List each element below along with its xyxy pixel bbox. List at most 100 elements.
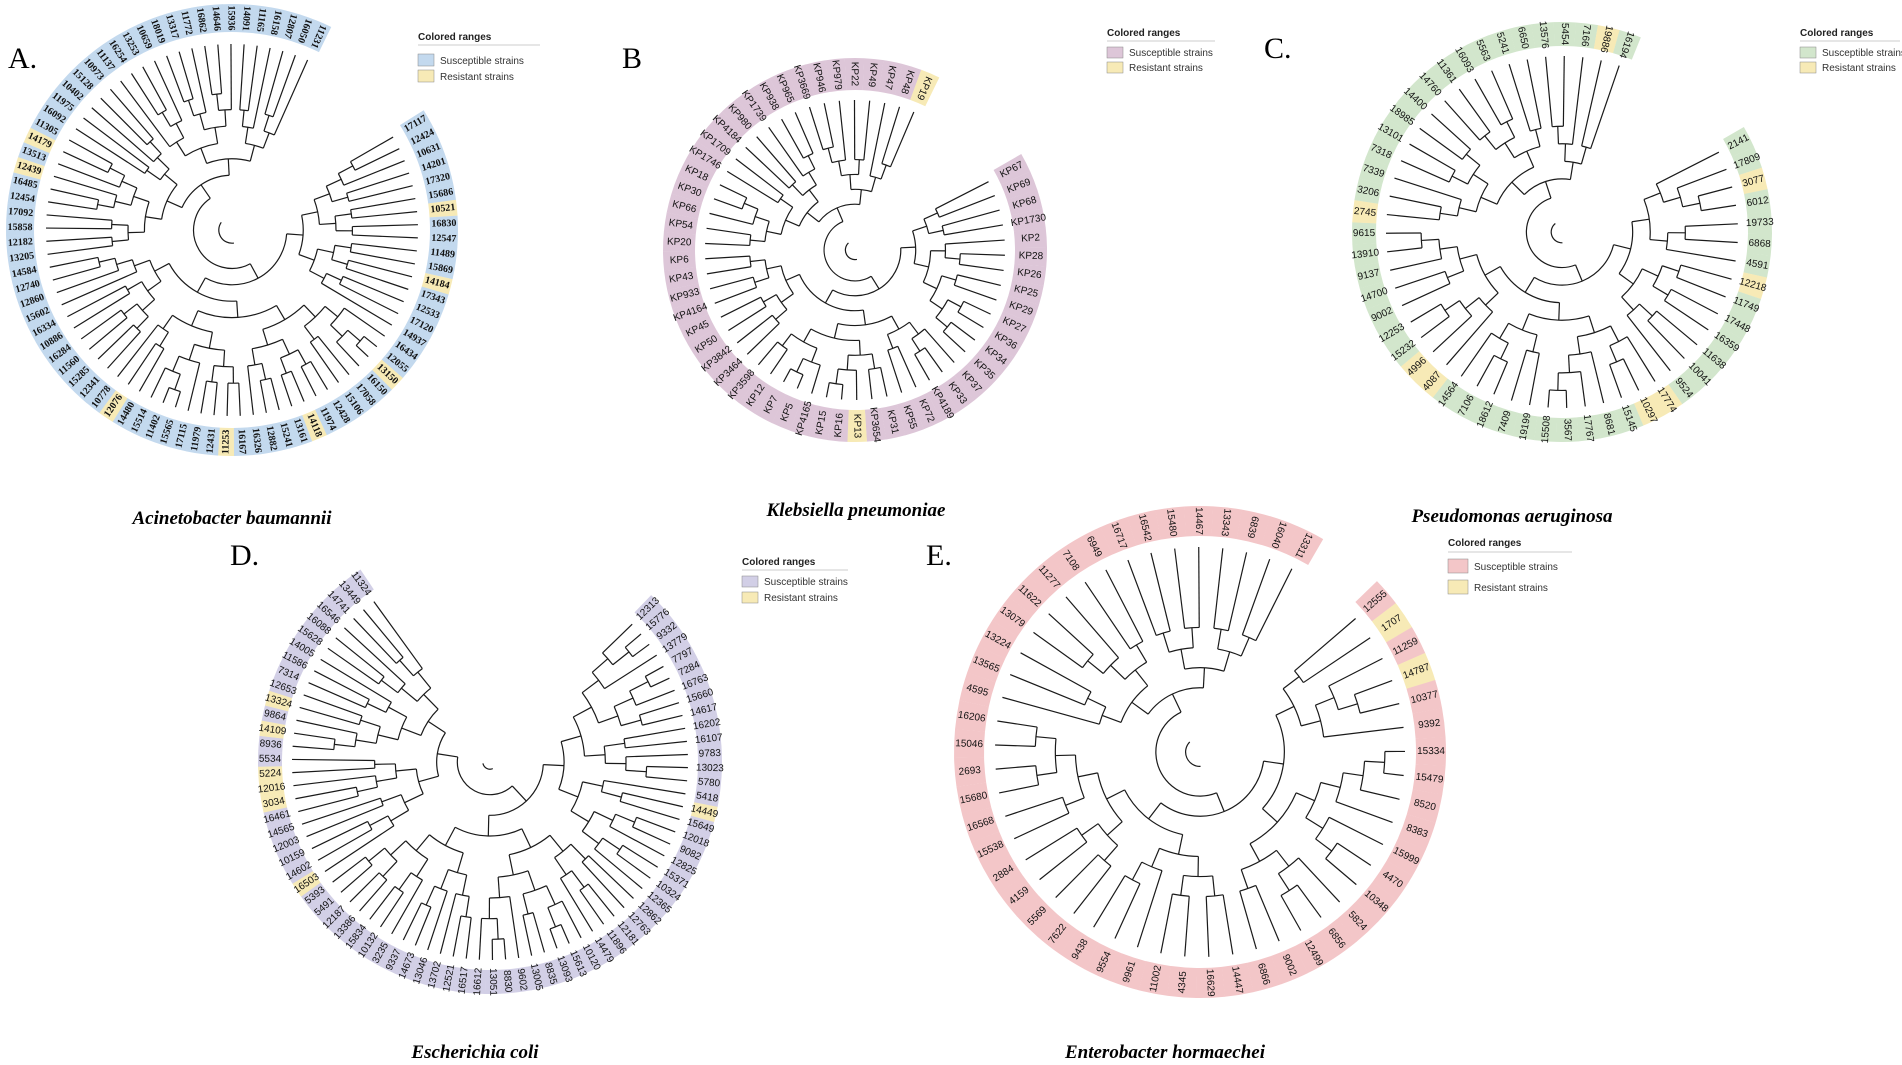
tree-branch	[1476, 355, 1495, 387]
tree-branch	[354, 148, 400, 171]
tree-branch	[1191, 627, 1194, 648]
susceptible-range	[663, 212, 699, 235]
tree-branch	[1500, 118, 1513, 126]
tree-branch	[1315, 838, 1333, 852]
tree-branch	[439, 893, 457, 954]
susceptible-range	[653, 617, 682, 645]
tree-branch	[317, 248, 334, 254]
susceptible-range	[1721, 309, 1753, 340]
tree-branch	[912, 230, 917, 264]
strain-label: 9137	[1357, 267, 1382, 283]
tree-branch	[1180, 875, 1185, 896]
tree-branch	[1315, 817, 1330, 840]
susceptible-range	[30, 113, 63, 141]
tree-branch	[339, 283, 399, 315]
susceptible-range	[661, 630, 690, 656]
tree-branch	[1521, 313, 1530, 331]
strain-label: 12521	[441, 963, 457, 993]
tree-branch	[602, 837, 621, 851]
tree-branch	[935, 181, 989, 210]
tree-branch	[635, 689, 675, 706]
strain-label: 6839	[1244, 515, 1260, 540]
susceptible-range	[278, 846, 307, 871]
strain-label: 15479	[1415, 772, 1444, 786]
resistant-range	[1371, 603, 1413, 643]
tree-branch	[373, 601, 423, 669]
tree-branch	[1141, 861, 1163, 872]
tree-branch	[1065, 596, 1120, 659]
tree-branch	[1364, 760, 1385, 763]
strain-label: 5534	[259, 754, 282, 765]
susceptible-range	[579, 943, 604, 972]
strain-label: KP31	[884, 409, 900, 436]
tree-branch	[1491, 332, 1509, 344]
resistant-range	[1397, 652, 1436, 689]
tree-branch	[247, 365, 254, 415]
susceptible-range	[1012, 263, 1047, 286]
tree-branch	[522, 893, 529, 915]
tree-branch	[1664, 300, 1709, 331]
tree-branch	[581, 861, 625, 909]
tree-branch	[944, 224, 1003, 236]
tree-branch	[601, 791, 622, 798]
tree-branch	[808, 106, 824, 150]
panel-c-legend-susceptible-swatch	[1799, 46, 1817, 59]
tree-branch	[939, 195, 996, 218]
tree-branch	[1134, 669, 1149, 687]
tree-branch	[149, 141, 162, 155]
tree-branch	[1183, 874, 1213, 878]
tree-branch	[929, 275, 943, 301]
strain-label: KP28	[1018, 250, 1043, 262]
tree-branch	[1180, 649, 1186, 670]
tree-branch	[1514, 145, 1541, 159]
susceptible-range	[752, 77, 785, 115]
tree-branch	[1076, 827, 1088, 843]
tree-branch	[527, 870, 536, 891]
tree-branch	[1282, 676, 1300, 690]
tree-branch	[862, 310, 867, 325]
susceptible-range	[1430, 55, 1462, 87]
tree-branch	[146, 169, 161, 181]
tree-branch	[880, 367, 888, 397]
strain-label: 16206	[957, 710, 987, 725]
tree-branch	[719, 184, 747, 199]
susceptible-range	[808, 405, 833, 441]
tree-branch	[549, 923, 562, 930]
tree-branch	[1439, 246, 1458, 250]
susceptible-range	[28, 315, 61, 343]
tree-branch	[127, 281, 143, 291]
tree-branch	[963, 300, 991, 315]
tree-branch	[757, 341, 779, 366]
susceptible-range	[191, 5, 211, 36]
susceptible-range	[1354, 178, 1383, 204]
susceptible-range	[696, 774, 722, 792]
tree-branch	[1432, 315, 1473, 353]
susceptible-range	[790, 400, 817, 437]
tree-branch	[350, 136, 394, 163]
tree-branch	[808, 189, 819, 203]
tree-branch	[619, 792, 624, 802]
tree-branch	[1147, 687, 1204, 715]
tree-branch	[508, 854, 514, 876]
tree-branch	[588, 855, 634, 899]
strain-label: 6012	[1746, 195, 1770, 209]
tree-branch	[859, 189, 862, 205]
tree-branch	[348, 185, 413, 202]
susceptible-range	[987, 325, 1025, 358]
tree-branch	[1506, 121, 1516, 138]
strain-label: KP49	[865, 62, 878, 88]
strain-label: 9602	[515, 968, 529, 992]
susceptible-range	[201, 426, 220, 456]
tree-branch	[1255, 885, 1280, 942]
susceptible-range	[671, 175, 708, 204]
tree-branch	[1338, 703, 1358, 711]
tree-branch	[166, 55, 185, 103]
susceptible-range	[1354, 262, 1383, 289]
susceptible-range	[275, 419, 298, 451]
tree-branch	[162, 314, 173, 330]
tree-branch	[161, 112, 172, 127]
tree-branch	[414, 906, 432, 946]
susceptible-range	[696, 125, 734, 160]
tree-branch	[1217, 648, 1242, 657]
tree-branch	[188, 344, 195, 361]
